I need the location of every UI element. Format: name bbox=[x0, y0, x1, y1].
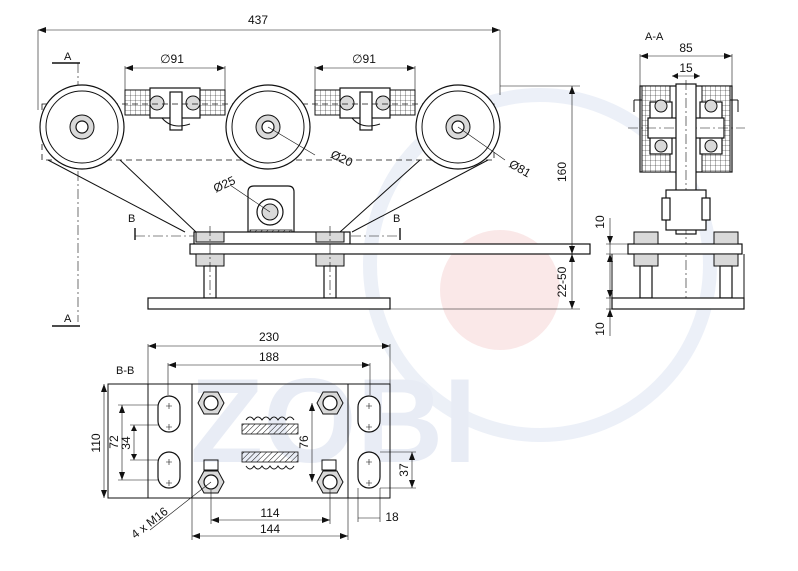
dim-pin-diameter: Ø25 bbox=[211, 173, 238, 195]
dim-height-mount: 22-50 bbox=[555, 266, 569, 297]
dim-bolt-114: 114 bbox=[260, 506, 279, 520]
label-bb: B-B bbox=[116, 365, 134, 377]
wheel-left bbox=[39, 84, 125, 170]
bolt-bottom-right bbox=[316, 470, 344, 494]
dim-bolts: 4 x M16 bbox=[128, 504, 171, 542]
dim-slot-72: 72 bbox=[107, 435, 121, 449]
front-view: 437 A A ∅91 ∅91 bbox=[37, 13, 591, 327]
dim-roller-right: ∅91 bbox=[352, 52, 376, 66]
dim-bolt-76: 76 bbox=[297, 435, 311, 449]
plan-view-bb: B-B 230 188 bbox=[89, 330, 416, 542]
dim-slot-18: 18 bbox=[385, 510, 399, 524]
dim-plate-height: 110 bbox=[89, 433, 103, 452]
dim-bolt-144: 144 bbox=[260, 522, 280, 536]
dim-aa-base: 10 bbox=[593, 322, 607, 336]
dim-aa-plate: 10 bbox=[593, 215, 607, 229]
label-aa: A-A bbox=[645, 31, 664, 43]
section-a-bottom: A bbox=[64, 313, 72, 325]
dim-overall-length: 437 bbox=[248, 13, 268, 27]
section-a-top: A bbox=[64, 51, 72, 63]
watermark-text: ZOBI bbox=[190, 354, 477, 488]
dim-slot-34: 34 bbox=[119, 436, 133, 450]
dim-plate-width: 230 bbox=[259, 330, 279, 344]
dim-hole-spacing: 188 bbox=[259, 350, 279, 364]
section-b-left: B bbox=[128, 213, 135, 225]
dim-aa-width: 85 bbox=[679, 41, 693, 55]
bolt-top-right bbox=[316, 391, 344, 415]
bolt-top-left bbox=[197, 391, 225, 415]
dim-aa-inner: 15 bbox=[679, 61, 693, 75]
dim-roller-left: ∅91 bbox=[160, 52, 184, 66]
watermark: ZOBI bbox=[190, 88, 717, 488]
dim-wheel-axle: Ø20 bbox=[328, 147, 355, 169]
section-b-right: B bbox=[393, 213, 400, 225]
dim-wheel-diameter: Ø81 bbox=[507, 157, 534, 181]
dim-height-total: 160 bbox=[555, 162, 569, 182]
side-view-aa: A-A 85 15 bbox=[593, 31, 745, 336]
dim-slot-37: 37 bbox=[397, 463, 411, 477]
